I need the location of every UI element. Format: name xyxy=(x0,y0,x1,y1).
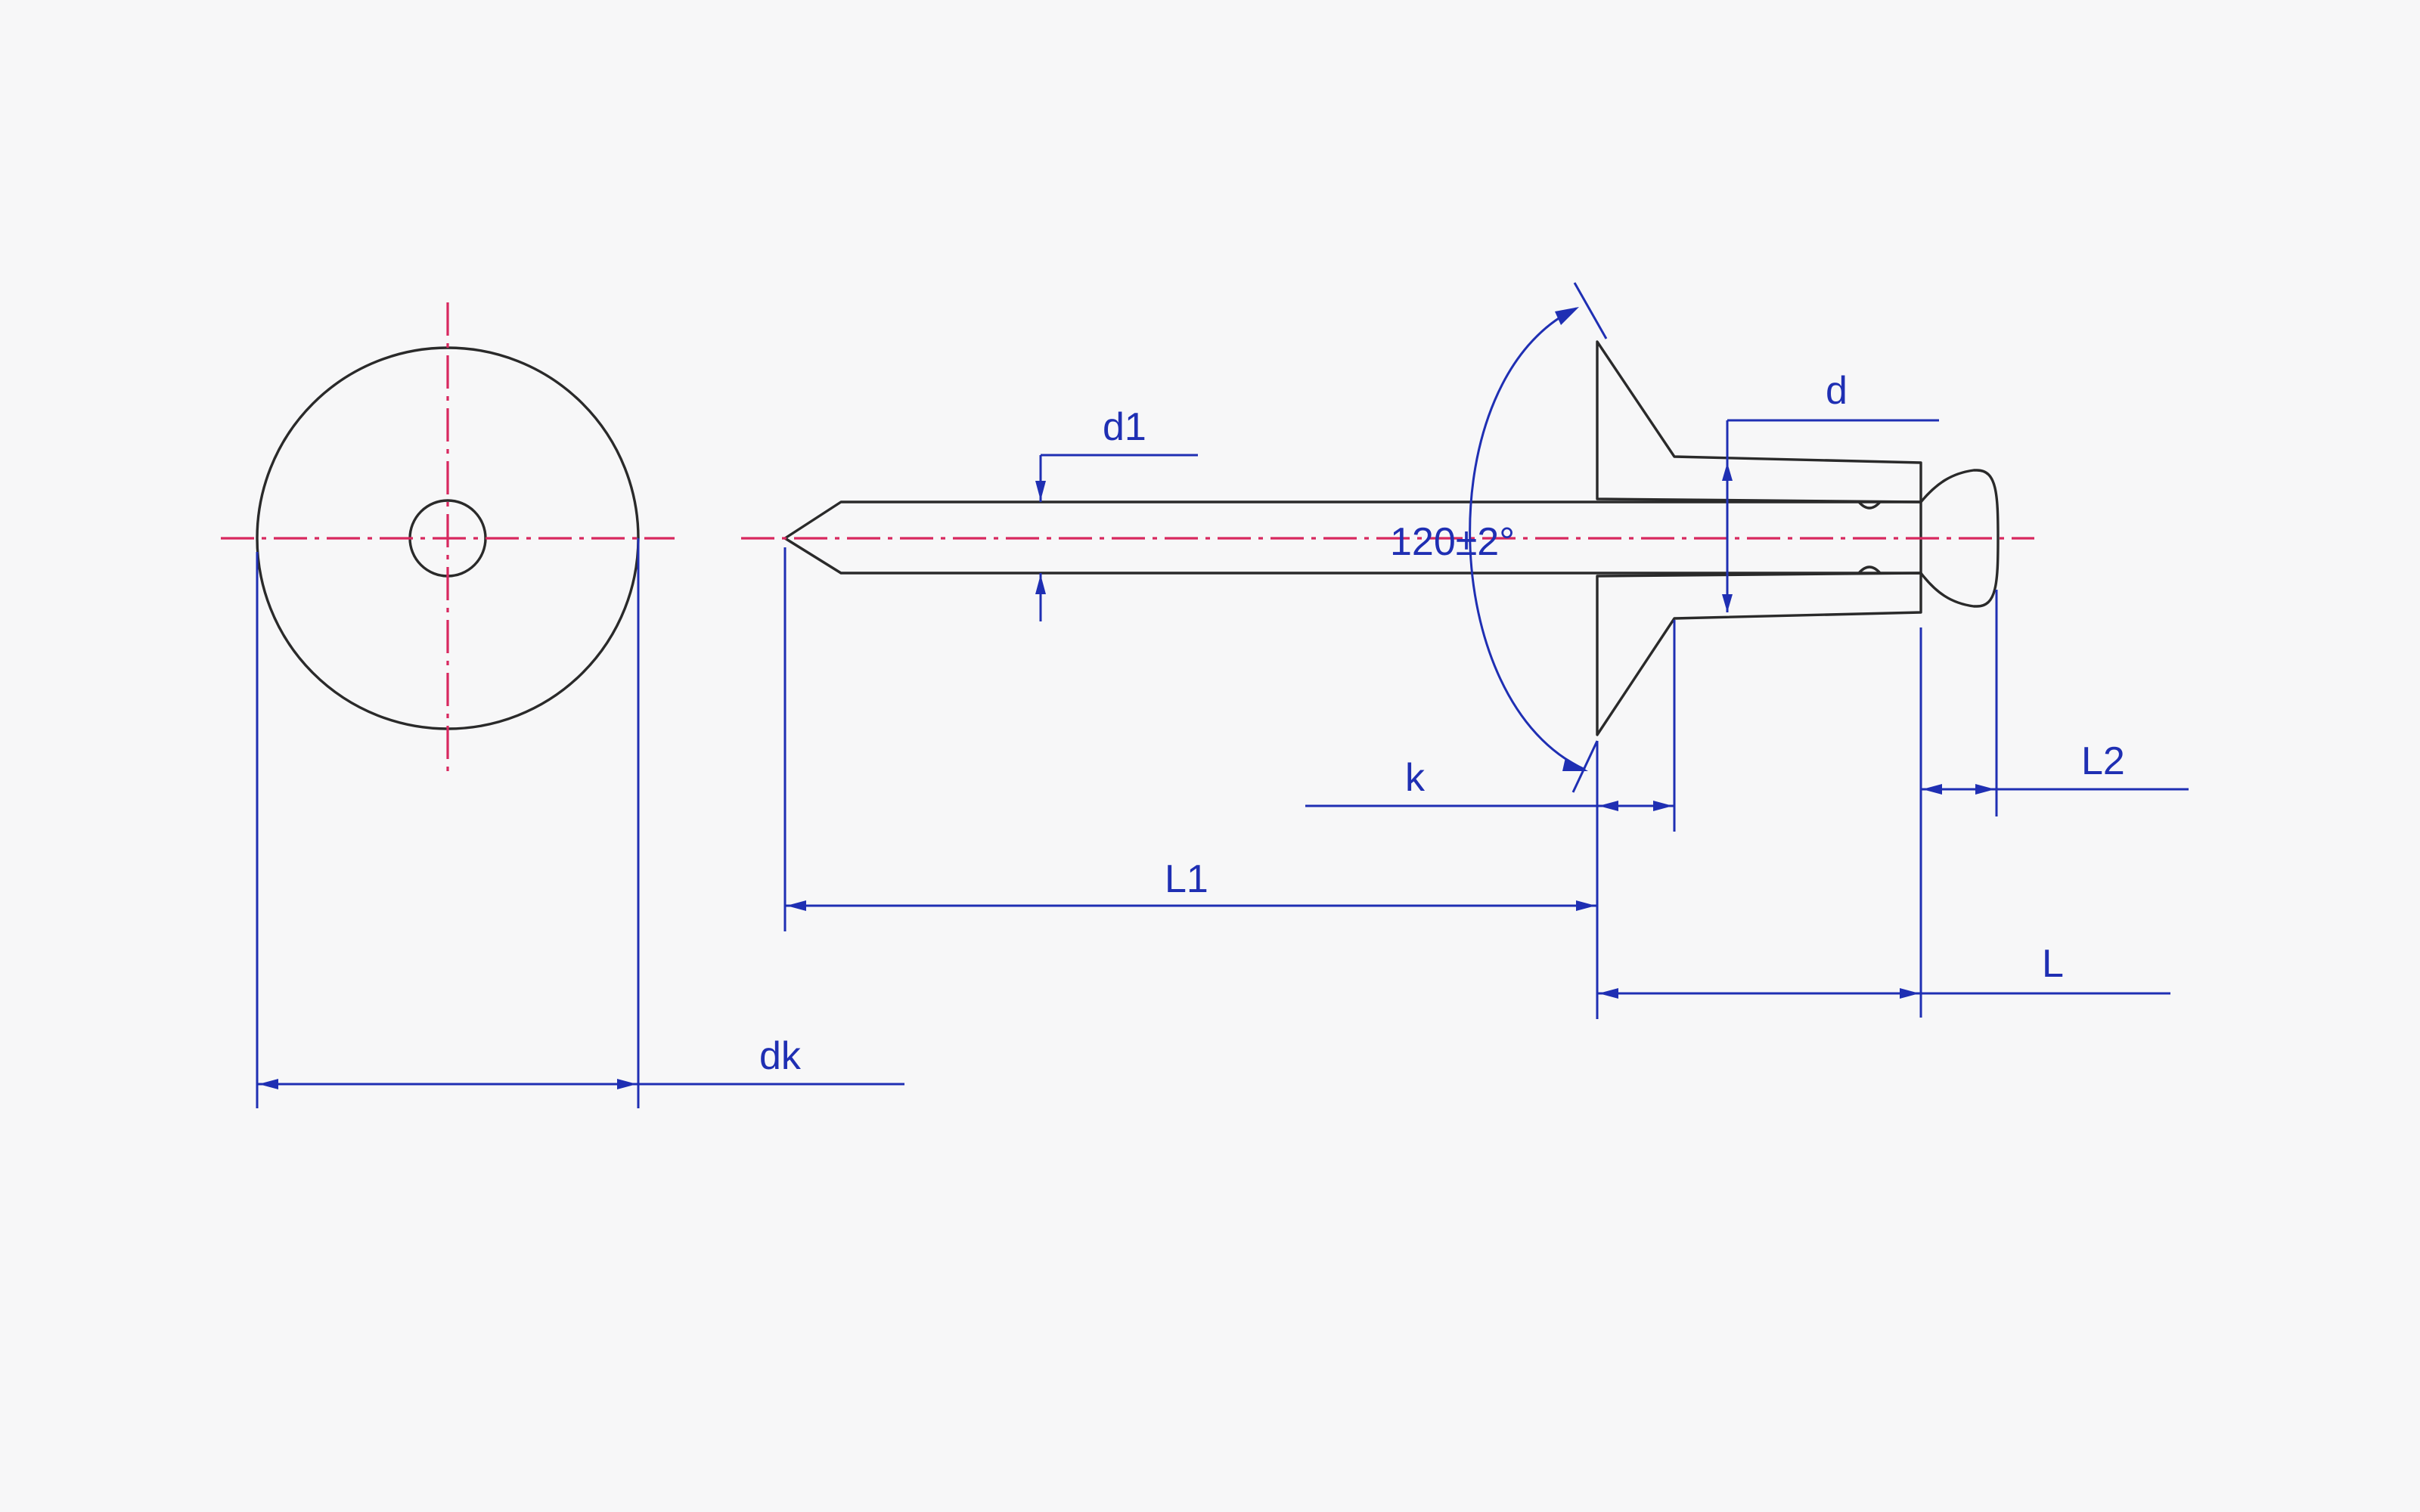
angle-arrow-lower xyxy=(1562,758,1588,771)
mandrel-head xyxy=(1919,469,2000,608)
k-arrow-left xyxy=(1599,801,1618,811)
label-L2: L2 xyxy=(2081,739,2125,783)
angle-arc xyxy=(1469,307,1586,771)
label-L: L xyxy=(2042,942,2064,986)
L-arrow-left xyxy=(1599,988,1618,999)
dimensions: d1 d 120±2° k L2 L1 L dk xyxy=(256,282,2189,1108)
angle-extension-upper xyxy=(1573,282,1608,339)
label-d: d xyxy=(1826,369,1848,413)
k-arrow-right xyxy=(1653,801,1673,811)
d-arrow-top xyxy=(1722,463,1733,481)
d-arrow-bottom xyxy=(1722,594,1733,612)
body-lower-section xyxy=(1596,572,1922,736)
angle-extension-lower xyxy=(1571,740,1599,793)
label-L1: L1 xyxy=(1165,857,1208,901)
side-view xyxy=(741,340,2034,736)
label-d1: d1 xyxy=(1103,405,1146,449)
L1-arrow-left xyxy=(786,900,806,911)
label-dk: dk xyxy=(759,1034,802,1078)
L1-arrow-right xyxy=(1576,900,1596,911)
d1-arrow-bottom xyxy=(1035,575,1046,594)
label-k: k xyxy=(1405,756,1426,800)
dk-arrow-right xyxy=(617,1079,637,1089)
body-upper-section xyxy=(1596,340,1922,503)
label-angle: 120±2° xyxy=(1390,520,1515,564)
angle-arrow-upper xyxy=(1555,307,1579,325)
L2-arrow-right xyxy=(1975,784,1995,795)
L2-arrow-left xyxy=(1922,784,1942,795)
d1-arrow-top xyxy=(1035,481,1046,500)
break-notch-lower xyxy=(1857,565,1882,575)
front-view xyxy=(221,302,675,771)
dk-arrow-left xyxy=(259,1079,278,1089)
break-notch-upper xyxy=(1857,500,1882,510)
L-arrow-right xyxy=(1900,988,1919,999)
